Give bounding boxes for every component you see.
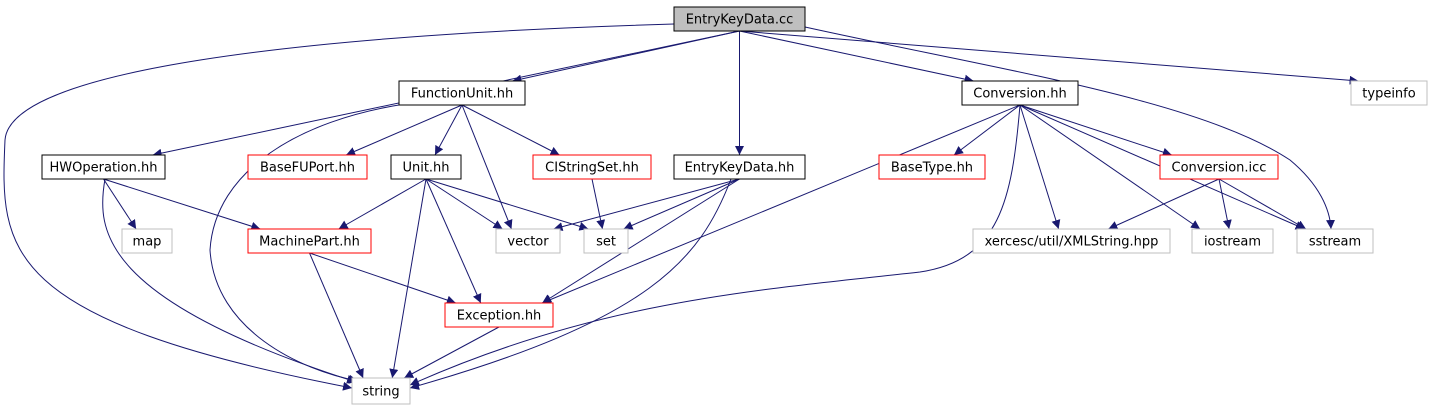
edge-entrykeydata-hh-to-set — [623, 178, 740, 230]
node-box — [878, 154, 986, 180]
node-entrykeydata-cc[interactable]: EntryKeyData.cc — [673, 6, 806, 32]
edge-conversion-hh-to-basetype-hh — [953, 104, 1021, 156]
node-box — [444, 302, 554, 328]
edge-cistringset-hh-to-set — [591, 178, 606, 230]
edge-functionunit-hh-to-basefuport-hh — [345, 104, 463, 156]
node-map: map — [121, 228, 173, 254]
node-label: sstream — [1309, 235, 1361, 250]
node-label: CIStringSet.hh — [545, 161, 639, 176]
edge-layer — [3, 23, 1359, 391]
node-unit-hh[interactable]: Unit.hh — [390, 154, 462, 180]
node-box — [1191, 228, 1274, 254]
node-label: MachinePart.hh — [259, 235, 360, 250]
edge-functionunit-hh-to-unit-hh — [434, 104, 463, 156]
node-hwoperation-hh[interactable]: HWOperation.hh — [41, 154, 166, 180]
node-box — [961, 80, 1079, 106]
edge-exception-hh-to-string — [403, 326, 500, 379]
node-box — [1350, 80, 1428, 106]
node-exception-hh[interactable]: Exception.hh — [444, 302, 554, 328]
node-label: set — [596, 235, 616, 250]
node-basetype-hh[interactable]: BaseType.hh — [878, 154, 986, 180]
node-box — [398, 80, 526, 106]
node-label: string — [362, 385, 399, 400]
edge-unit-hh-to-machinepart-hh — [338, 178, 427, 230]
node-box — [673, 154, 806, 180]
node-box — [121, 228, 173, 254]
edge-unit-hh-to-set — [425, 178, 589, 231]
edge-conversion-hh-to-conversion-icc — [1019, 104, 1172, 157]
edge-conversion-icc-to-xmlstring-hpp — [1108, 178, 1220, 230]
node-box — [673, 6, 806, 32]
edge-conversion-hh-to-xmlstring-hpp — [1019, 104, 1061, 230]
edge-conversion-icc-to-iostream — [1218, 178, 1232, 230]
node-functionunit-hh[interactable]: FunctionUnit.hh — [398, 80, 526, 106]
edge-entrykeydata-hh-to-vector — [553, 178, 740, 232]
edge-unit-hh-to-exception-hh — [425, 178, 482, 304]
node-box — [1296, 228, 1374, 254]
node-set: set — [583, 228, 629, 254]
edge-hwoperation-hh-to-map — [103, 178, 137, 230]
node-label: Conversion.icc — [1172, 161, 1267, 176]
edge-unit-hh-to-string — [389, 178, 427, 379]
node-label: vector — [507, 235, 549, 250]
node-basefuport-hh[interactable]: BaseFUPort.hh — [247, 154, 368, 180]
node-label: FunctionUnit.hh — [411, 87, 513, 102]
node-box — [972, 228, 1171, 254]
node-box — [247, 154, 368, 180]
node-box — [247, 228, 372, 254]
node-cistringset-hh[interactable]: CIStringSet.hh — [532, 154, 652, 180]
node-label: BaseType.hh — [891, 161, 973, 176]
edge-entrykeydata-cc-to-conversion-hh — [739, 30, 974, 84]
node-label: Conversion.hh — [973, 87, 1067, 102]
edge-conversion-hh-to-iostream — [1019, 104, 1201, 230]
node-box — [41, 154, 166, 180]
node-box — [583, 228, 629, 254]
node-box — [532, 154, 652, 180]
edge-functionunit-hh-to-string — [209, 103, 406, 384]
node-box — [1159, 154, 1279, 180]
node-label: map — [133, 235, 162, 250]
edge-conversion-icc-to-sstream — [1218, 178, 1307, 230]
edge-hwoperation-hh-to-string — [102, 178, 357, 384]
node-label: Exception.hh — [457, 309, 542, 324]
node-box — [390, 154, 462, 180]
node-label: Unit.hh — [402, 161, 449, 176]
edge-functionunit-hh-to-cistringset-hh — [461, 104, 560, 156]
node-label: BaseFUPort.hh — [260, 161, 355, 176]
edge-hwoperation-hh-to-machinepart-hh — [103, 178, 261, 231]
edge-entrykeydata-cc-to-typeinfo — [739, 30, 1359, 85]
edge-entrykeydata-cc-to-sstream — [804, 26, 1336, 230]
node-label: EntryKeyData.hh — [685, 161, 795, 176]
edge-machinepart-hh-to-string — [309, 252, 364, 379]
node-entrykeydata-hh[interactable]: EntryKeyData.hh — [673, 154, 806, 180]
edge-functionunit-hh-to-vector — [461, 104, 513, 230]
edge-entrykeydata-hh-to-exception-hh — [541, 178, 740, 304]
node-sstream: sstream — [1296, 228, 1374, 254]
node-xmlstring-hpp: xercesc/util/XMLString.hpp — [972, 228, 1171, 254]
node-box — [495, 228, 561, 254]
edge-entrykeydata-hh-to-string — [409, 178, 732, 390]
node-iostream: iostream — [1191, 228, 1274, 254]
node-label: xercesc/util/XMLString.hpp — [985, 235, 1159, 250]
node-typeinfo: typeinfo — [1350, 80, 1428, 106]
edge-unit-hh-to-vector — [425, 178, 503, 230]
node-conversion-hh[interactable]: Conversion.hh — [961, 80, 1079, 106]
edge-entrykeydata-cc-to-string — [3, 23, 675, 391]
node-label: HWOperation.hh — [50, 161, 158, 176]
node-label: iostream — [1204, 235, 1261, 250]
node-conversion-icc[interactable]: Conversion.icc — [1159, 154, 1279, 180]
node-label: typeinfo — [1362, 87, 1415, 102]
edge-conversion-hh-to-string — [409, 104, 1021, 386]
node-machinepart-hh[interactable]: MachinePart.hh — [247, 228, 372, 254]
node-box — [351, 377, 411, 405]
node-string: string — [351, 377, 411, 405]
edge-machinepart-hh-to-exception-hh — [309, 252, 456, 305]
edge-conversion-hh-to-exception-hh — [542, 104, 1021, 304]
node-vector: vector — [495, 228, 561, 254]
node-label: EntryKeyData.cc — [686, 13, 794, 28]
